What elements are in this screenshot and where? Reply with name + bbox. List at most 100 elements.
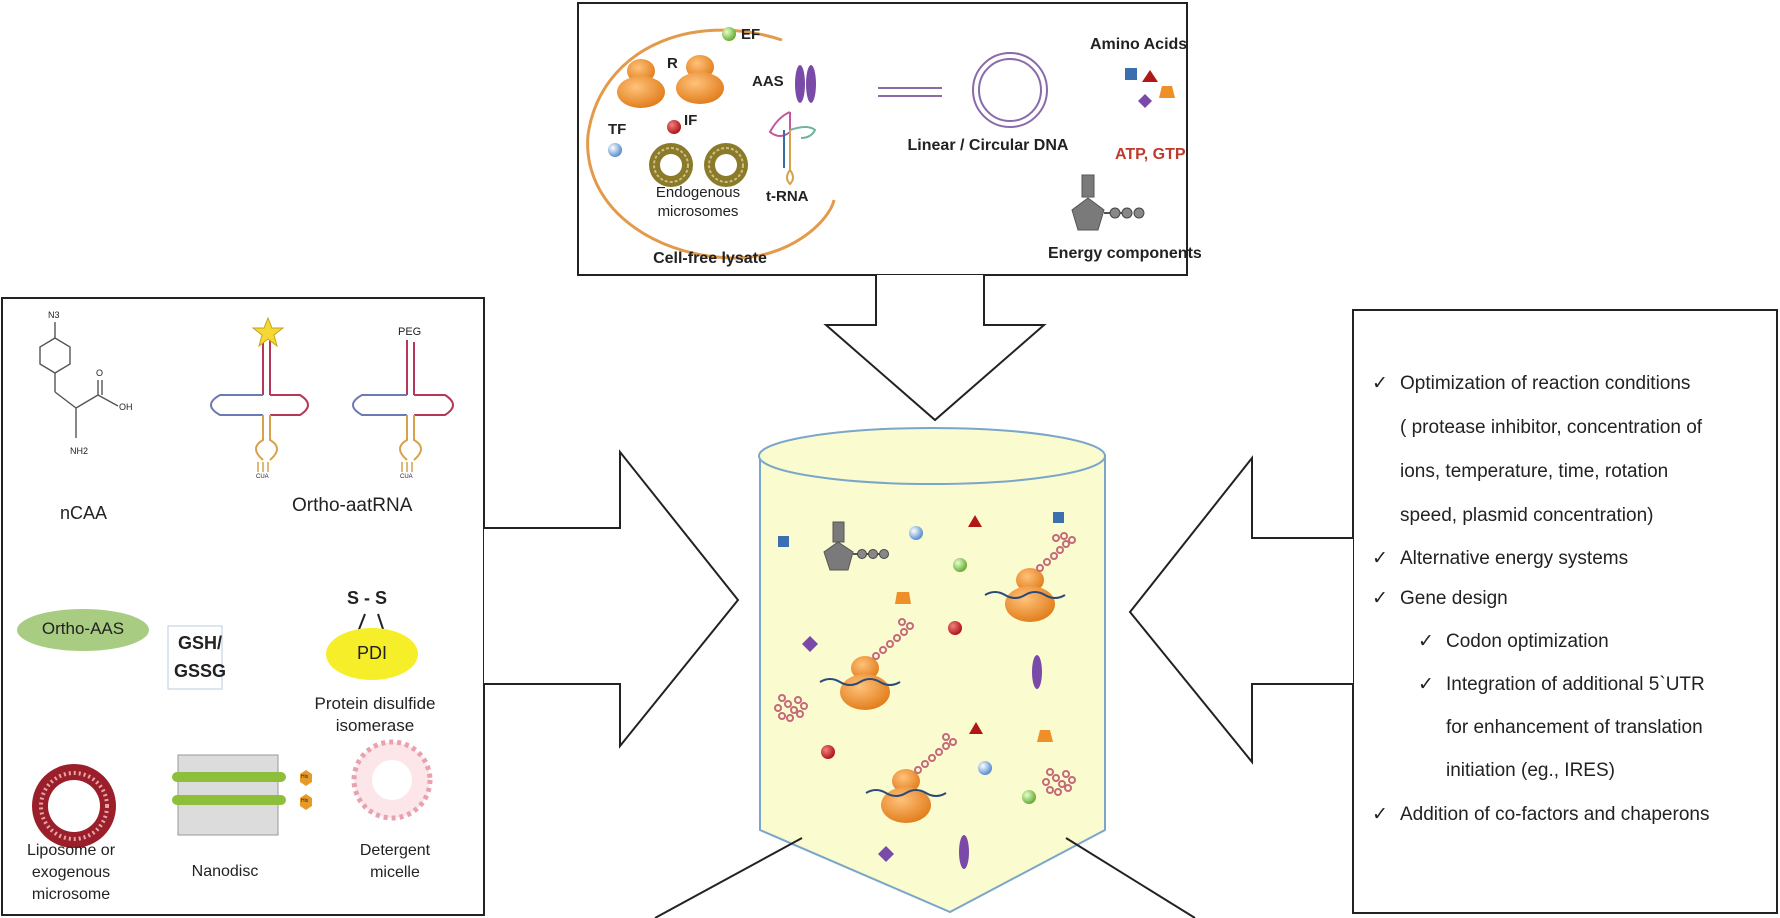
- dna-label: Linear / Circular DNA: [907, 137, 1069, 154]
- translating-ribosome: [865, 733, 957, 823]
- detergent-label-1: Detergent: [359, 842, 431, 859]
- ribosome-icon: [676, 55, 724, 104]
- r-label: R: [667, 55, 678, 72]
- ef-label: EF: [741, 26, 761, 43]
- checklist-item: speed, plasmid concentration): [1372, 505, 1653, 527]
- checklist-item: ✓ Gene design: [1372, 587, 1508, 610]
- ncaa-atom-o: O: [96, 368, 104, 378]
- ortho-aas-label: Ortho-AAS: [41, 619, 125, 638]
- cua-label-1: CUA: [256, 474, 269, 480]
- left-box: [1, 297, 485, 916]
- checklist-item: ( protease inhibitor, concentration of: [1372, 417, 1702, 439]
- checklist-subitem: initiation (eg., IRES): [1418, 760, 1615, 782]
- ncaa-atom-nh2: NH2: [70, 446, 89, 456]
- ncaa-atom-n3: N3: [48, 310, 60, 320]
- liposome-label-3: microsome: [31, 886, 111, 903]
- check-icon: ✓: [1418, 631, 1434, 652]
- ortho-trna-star-icon: [210, 335, 309, 472]
- check-icon: ✓: [1372, 588, 1388, 609]
- check-icon: ✓: [1418, 674, 1434, 695]
- ortho-aatrna-label: Ortho-aatRNA: [292, 495, 413, 516]
- checklist-text: ( protease inhibitor, concentration of: [1400, 417, 1703, 438]
- detergent-label-2: micelle: [370, 864, 420, 881]
- checklist-text: Optimization of reaction conditions: [1400, 373, 1691, 394]
- aas-icon: [795, 65, 816, 103]
- checklist-subitem: ✓ Codon optimization: [1418, 630, 1609, 653]
- checklist-item: ✓ Alternative energy systems: [1372, 547, 1628, 570]
- checklist-subitem: for enhancement of translation: [1418, 717, 1703, 739]
- nanodisc-tag-2: His: [301, 798, 309, 804]
- check-icon: ✓: [1372, 804, 1388, 825]
- detergent-micelle-icon: [351, 739, 433, 821]
- checklist-text: initiation (eg., IRES): [1446, 760, 1615, 781]
- pdi-shape: [326, 628, 418, 680]
- amino-acids-label: Amino Acids: [1090, 36, 1188, 53]
- linear-dna-icon: [878, 87, 942, 97]
- peg-label: PEG: [398, 326, 422, 338]
- microsome-icon: [704, 143, 748, 187]
- liposome-label-2: exogenous: [31, 864, 111, 881]
- ss-label: S - S: [347, 588, 388, 608]
- ortho-trna-peg-icon: [352, 340, 454, 472]
- checklist-text: for enhancement of translation: [1446, 717, 1703, 738]
- ef-ball-icon: [722, 27, 736, 41]
- trna-label: t-RNA: [766, 188, 809, 205]
- gsh-label: GSH/: [178, 633, 223, 653]
- cua-label-2: CUA: [400, 474, 413, 480]
- pdi-desc-2: isomerase: [335, 716, 415, 735]
- reaction-vessel: [654, 427, 1196, 918]
- check-icon: ✓: [1372, 548, 1388, 569]
- nanodisc-label: Nanodisc: [191, 863, 259, 880]
- amino-acid-shapes: [1125, 68, 1175, 108]
- checklist-text: Integration of additional 5`UTR: [1446, 674, 1705, 695]
- arrow-left-from-right: [1128, 455, 1353, 765]
- tf-ball-icon: [608, 143, 622, 157]
- checklist-subitem: ✓ Integration of additional 5`UTR: [1418, 673, 1705, 696]
- ncaa-atom-oh: OH: [119, 402, 133, 412]
- translating-ribosome: [819, 618, 914, 710]
- top-box: [577, 2, 1188, 276]
- folded-protein: [1042, 768, 1076, 796]
- microsome-icon: [649, 143, 693, 187]
- microsomes-label: microsomes: [657, 203, 739, 220]
- checklist-text: speed, plasmid concentration): [1400, 505, 1654, 526]
- checklist-item: ions, temperature, time, rotation: [1372, 461, 1668, 483]
- lysate-ring: [586, 28, 836, 260]
- arrow-right-from-left: [484, 449, 740, 749]
- energy-molecule-icon: [1071, 174, 1145, 231]
- circular-dna-icon: [972, 52, 1048, 128]
- trna-icon: [768, 111, 817, 186]
- gssg-label: GSSG: [174, 661, 227, 681]
- liposome-icon: [32, 764, 116, 848]
- endogenous-label: Endogenous: [655, 184, 741, 201]
- liposome-label-1: Liposome or: [26, 842, 116, 859]
- ribosome-icon: [617, 59, 665, 108]
- cell-free-lysate-label: Cell-free lysate: [653, 250, 767, 267]
- checklist-item: ✓ Optimization of reaction conditions: [1372, 372, 1690, 395]
- tf-label: TF: [608, 121, 627, 138]
- if-label: IF: [684, 112, 698, 129]
- ortho-aas-shape: [17, 609, 149, 651]
- ss-bond-left: [357, 613, 366, 633]
- checklist-text: Gene design: [1400, 588, 1508, 609]
- atp-gtp-label: ATP, GTP: [1115, 146, 1186, 163]
- gsh-box: [167, 625, 223, 690]
- pdi-label: PDI: [356, 643, 387, 663]
- ncaa-label: nCAA: [60, 503, 108, 523]
- checklist-text: Codon optimization: [1446, 631, 1609, 652]
- checklist-text: Alternative energy systems: [1400, 548, 1629, 569]
- aas-label: AAS: [752, 73, 784, 90]
- check-icon: ✓: [1372, 373, 1388, 394]
- pdi-desc-1: Protein disulfide: [314, 694, 436, 713]
- right-box-frame: [1352, 309, 1778, 914]
- checklist-text: ions, temperature, time, rotation: [1400, 461, 1669, 482]
- arrow-down-from-top: [823, 275, 1047, 422]
- translating-ribosome: [984, 532, 1076, 622]
- folded-protein: [774, 694, 808, 722]
- nanodisc-icon: [172, 754, 312, 836]
- energy-components-label: Energy components: [1048, 245, 1202, 262]
- star-icon: [251, 316, 285, 348]
- if-ball-icon: [667, 120, 681, 134]
- checklist-text: Addition of co-factors and chaperons: [1400, 804, 1710, 825]
